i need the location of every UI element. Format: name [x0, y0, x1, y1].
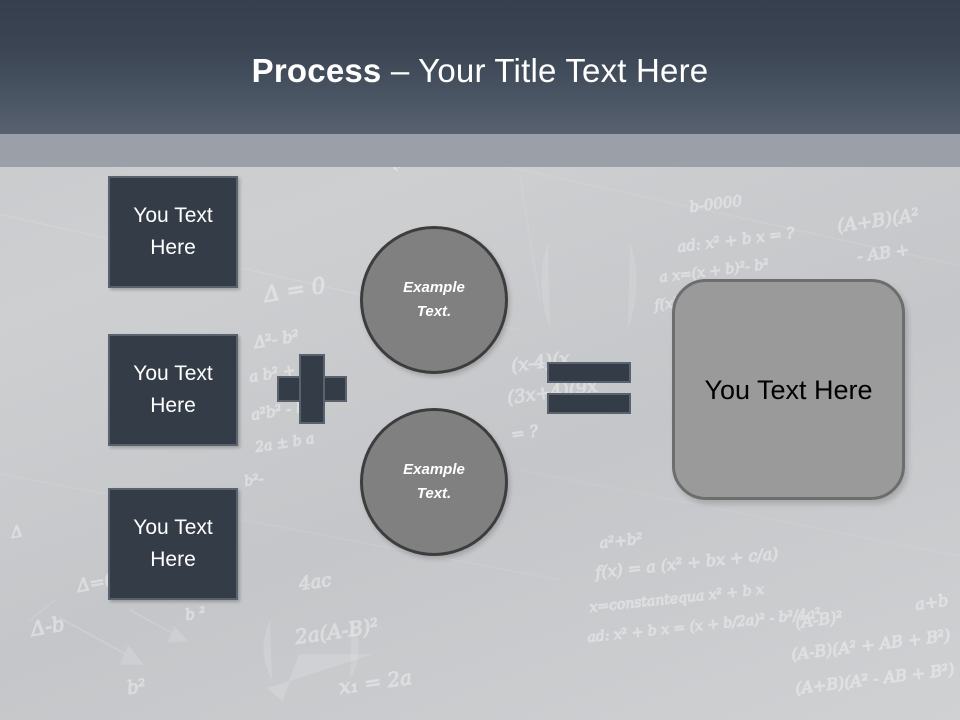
- input-box-3[interactable]: You Text Here: [108, 488, 238, 600]
- input-box-3-label: You Text Here: [133, 516, 213, 571]
- equals-icon: [547, 362, 631, 414]
- example-circle-2-line2: Text.: [416, 485, 452, 502]
- input-box-1[interactable]: You Text Here: [108, 176, 238, 288]
- page-title: Process – Your Title Text Here: [0, 50, 960, 92]
- input-box-2[interactable]: You Text Here: [108, 334, 238, 446]
- plus-icon: [277, 354, 347, 424]
- input-box-2-label: You Text Here: [133, 362, 213, 417]
- example-circle-1[interactable]: Example Text.: [360, 226, 508, 374]
- plus-icon-center: [301, 378, 323, 400]
- page-title-rest: – Your Title Text Here: [381, 52, 709, 89]
- equals-icon-top-bar: [547, 362, 631, 383]
- example-circle-2-line1: Example: [403, 461, 465, 478]
- equals-icon-bottom-bar: [547, 393, 631, 414]
- header-accent-band: [0, 134, 960, 167]
- slide-header: Process – Your Title Text Here: [0, 0, 960, 134]
- page-title-strong: Process: [251, 52, 382, 89]
- example-circle-1-line1: Example: [403, 279, 465, 296]
- example-circle-1-line2: Text.: [416, 303, 452, 320]
- example-circle-1-label: Example Text.: [403, 276, 465, 324]
- example-circle-2-label: Example Text.: [403, 458, 465, 506]
- input-box-1-label: You Text Here: [133, 204, 213, 259]
- example-circle-2[interactable]: Example Text.: [360, 408, 508, 556]
- result-box[interactable]: You Text Here: [672, 279, 905, 500]
- result-box-label: You Text Here: [704, 374, 873, 405]
